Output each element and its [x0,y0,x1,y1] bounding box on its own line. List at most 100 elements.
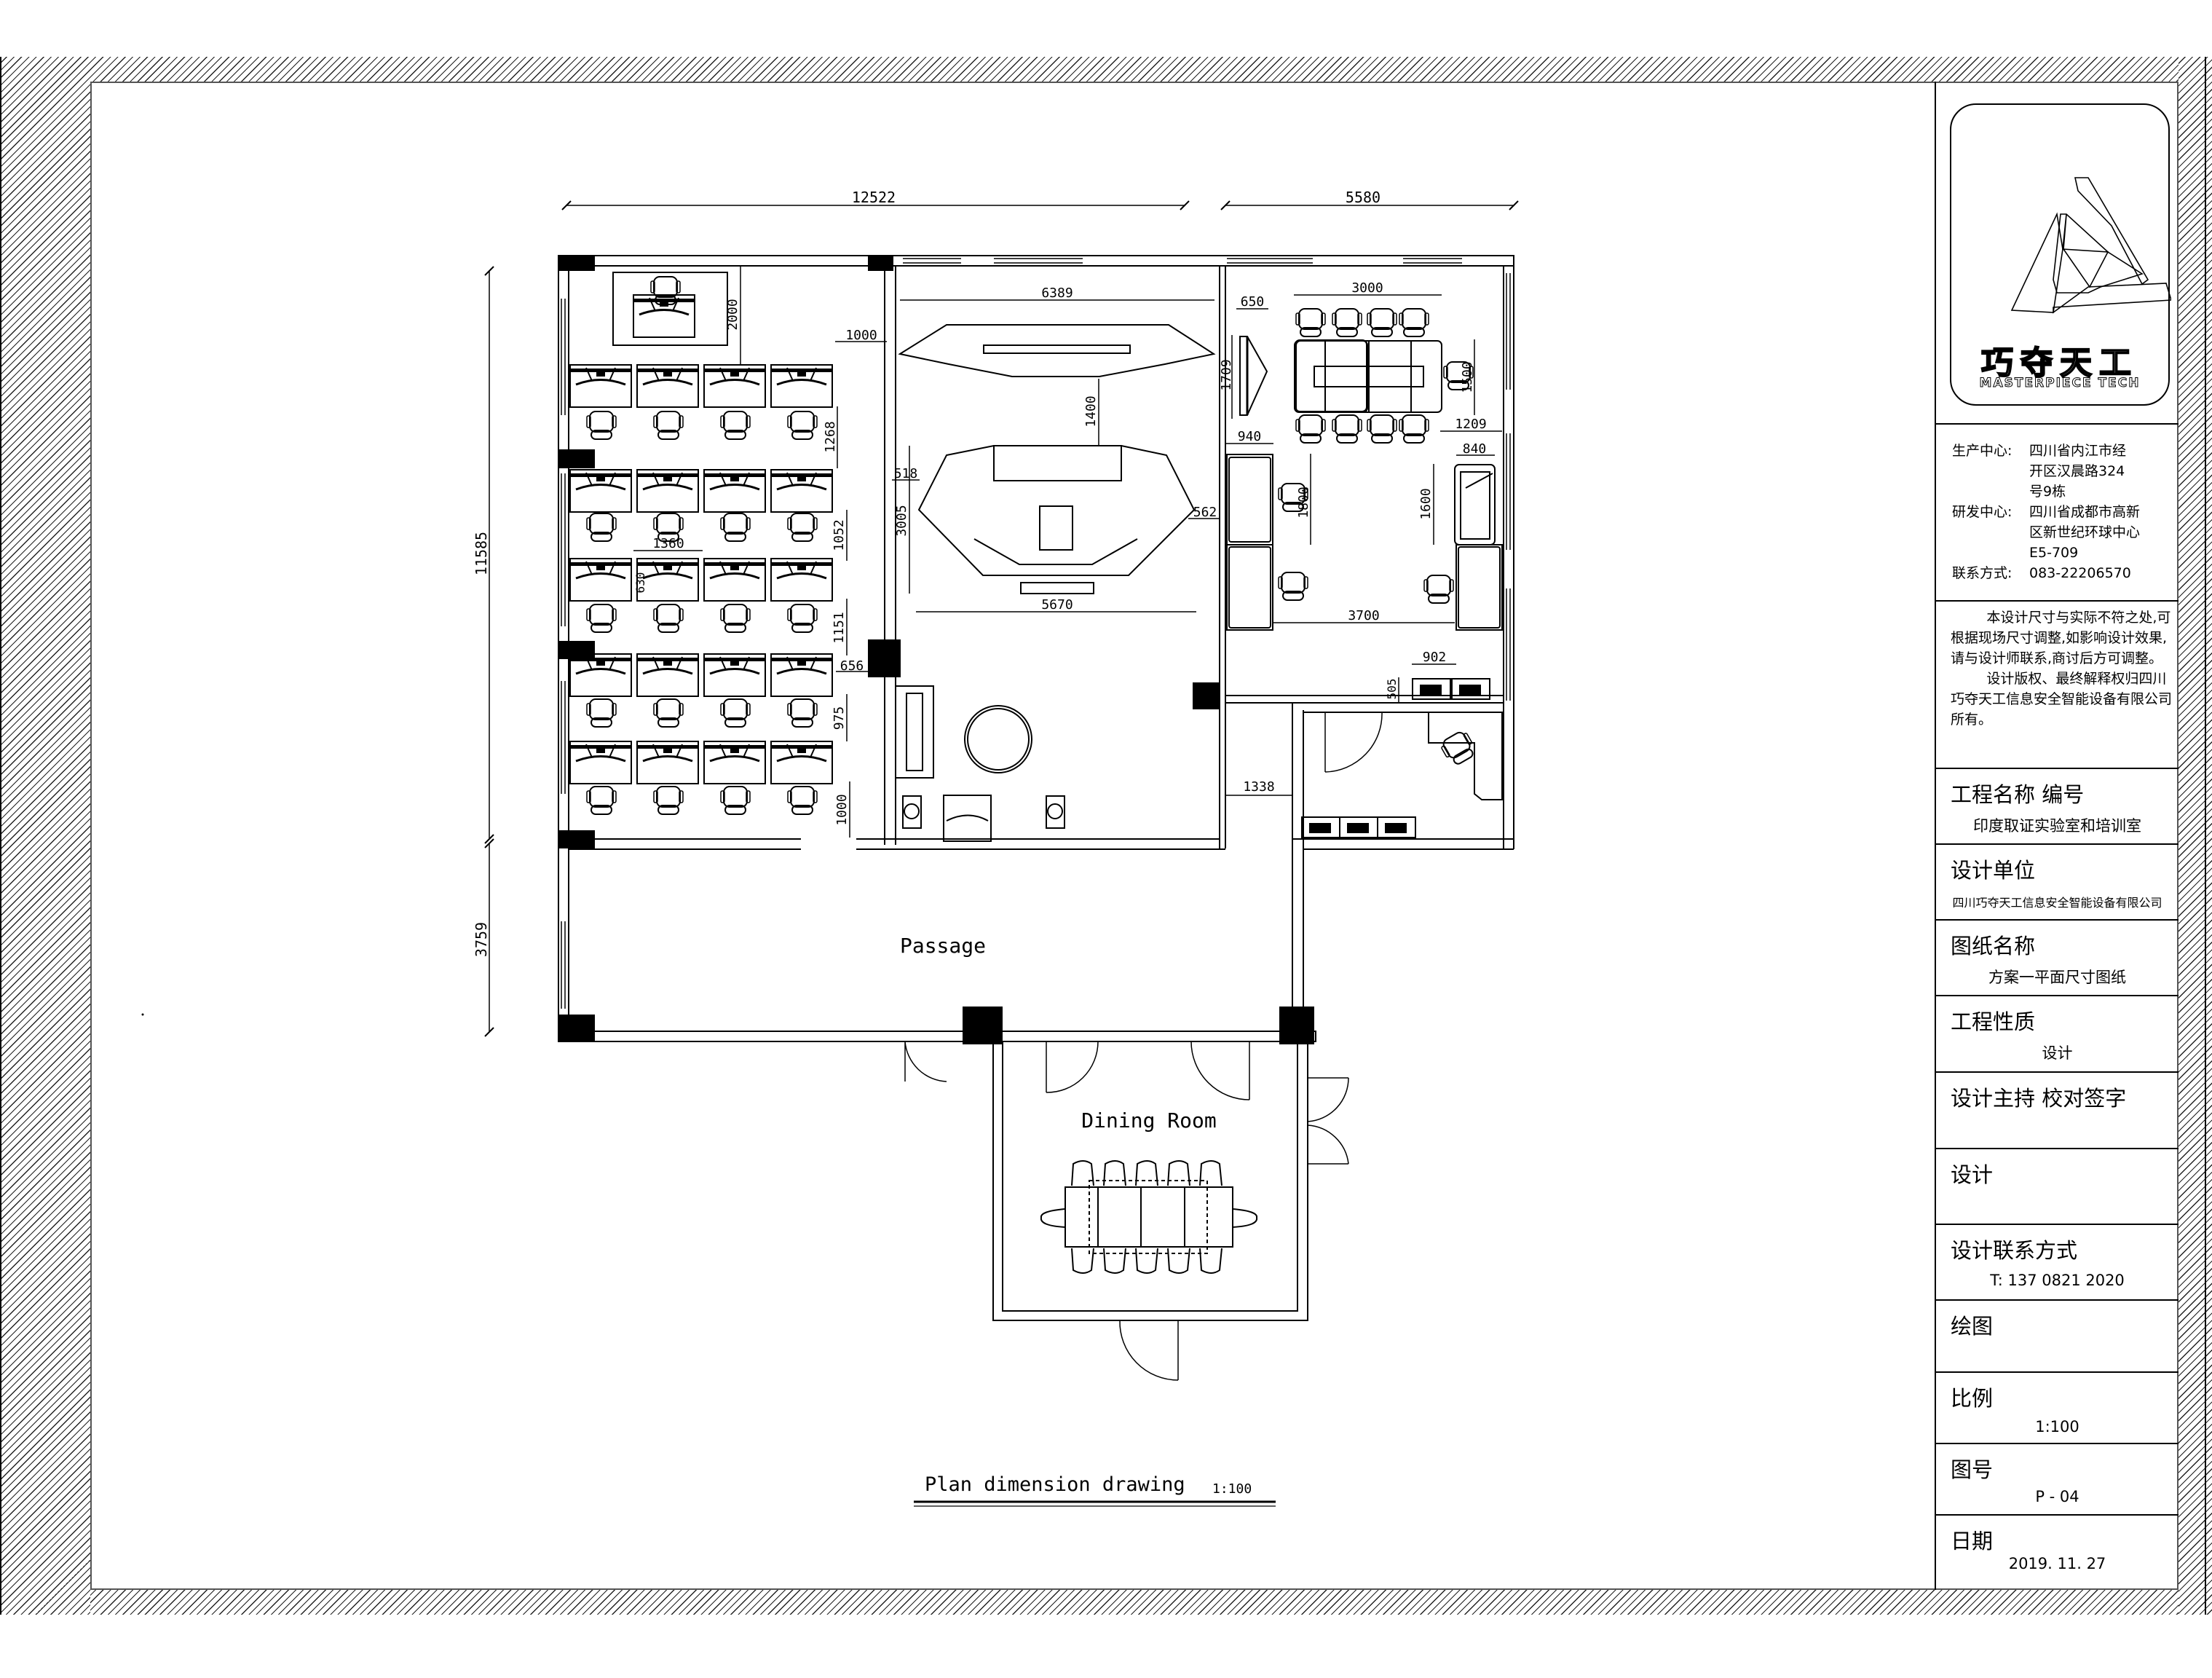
field-value: T: 137 0821 2020 [1990,1272,2125,1289]
dim-656: 656 [840,658,864,674]
dim-1800: 1800 [1296,487,1311,518]
dim-630: 630 [633,572,647,594]
address-section: 生产中心:四川省内江市经 开区汉晨路324 号9栋 研发中心:四川省成都市高新 … [1936,423,2179,600]
field-label: 设计联系方式 [1951,1238,2078,1263]
dim-1709: 1709 [1219,359,1234,390]
field-designer: 设计 [1936,1148,2179,1224]
dining-table [1040,1160,1258,1274]
dim-1400: 1400 [1083,395,1099,427]
dim-1268: 1268 [823,421,838,452]
field-scale: 比例 1:100 [1936,1371,2179,1443]
doors [904,1041,1349,1381]
dim-overall-top [484,200,1519,1037]
field-label: 设计主持 校对签字 [1951,1086,2127,1111]
dim-11585: 11585 [473,532,490,575]
dim-1209: 1209 [1455,417,1486,432]
dim-518: 518 [894,466,918,481]
windows [561,258,1511,1009]
field-value: P - 04 [2035,1488,2079,1505]
drawing-title-scale: 1:100 [1212,1481,1252,1497]
dim-1360: 1360 [652,536,684,551]
inner-frame [90,82,2179,1590]
field-value: 2019. 11. 27 [2008,1555,2106,1572]
lab-furniture [1226,454,1503,631]
contact-value: 083-22206570 [2029,565,2131,581]
drawing-title: Plan dimension drawing [925,1473,1185,1496]
lab-dims [1273,454,1456,703]
columns [558,256,1314,1044]
dining-room-label: Dining Room [1081,1108,1216,1133]
dim-1151: 1151 [832,612,847,643]
field-label: 设计单位 [1951,858,2036,883]
training-dims [633,266,887,838]
logo-name-en: MASTERPIECE TECH [1979,376,2141,391]
triangle-logo-icon [2010,177,2171,314]
field-value: 方案一平面尺寸图纸 [1988,969,2126,986]
field-drafting: 绘图 [1936,1299,2179,1371]
walls [558,255,1514,1042]
dim-1000-aisle: 1000 [845,328,877,343]
dim-5670: 5670 [1041,597,1073,612]
production-line-3: 号9栋 [2029,484,2066,500]
field-label: 图纸名称 [1951,934,2036,958]
field-design-contact: 设计联系方式 T: 137 0821 2020 [1936,1224,2179,1299]
meeting-room-furniture [1239,336,1442,416]
field-label: 日期 [1951,1529,1994,1553]
dim-3000: 3000 [1351,280,1383,296]
rnd-line-2: 区新世纪环球中心 [2029,524,2141,540]
contact-label: 联系方式: [1952,565,2012,581]
dim-940: 940 [1238,429,1262,444]
field-label: 工程名称 编号 [1951,782,2085,807]
office-door [1324,712,1383,773]
frame-hatch-bottom [0,1590,2212,1615]
company-logo: 巧夺天工 MASTERPIECE TECH [1950,103,2171,406]
field-project-nature: 工程性质 设计 [1936,995,2179,1071]
dining-room-walls [992,1041,1308,1321]
field-label: 绘图 [1951,1314,1994,1339]
dim-1000-bottom: 1000 [834,794,850,825]
frame-edge-left [0,57,1,1615]
field-project-name: 工程名称 编号 印度取证实验室和培训室 [1936,768,2179,843]
dim-3700: 3700 [1348,608,1379,623]
dim-6389: 6389 [1041,285,1073,301]
logo-name-cn: 巧夺天工 [1980,344,2138,382]
production-label: 生产中心: [1952,443,2012,459]
field-drawing-name: 图纸名称 方案一平面尺寸图纸 [1936,919,2179,995]
field-label: 工程性质 [1951,1009,2036,1034]
dim-505: 505 [1385,679,1399,700]
dim-3759: 3759 [473,922,490,957]
title-block: 巧夺天工 MASTERPIECE TECH 生产中心: 四川省内江市经 开区汉晨路… [1935,82,2179,1590]
production-line-1: 四川省内江市经 [2029,443,2127,459]
frame-hatch-left [0,57,90,1615]
dim-840: 840 [1463,441,1487,457]
frame-hatch-right [2179,57,2212,1615]
note-copyright: 设计版权、最终解释权归四川巧夺天工信息安全智能设备有限公司所有。 [1951,671,2173,728]
command-center-furniture [895,324,1216,842]
note-adjustment: 本设计尺寸与实际不符之处,可根据现场尺寸调整,如影响设计效果,请与设计师联系,商… [1951,610,2171,666]
field-label: 设计 [1951,1162,1994,1187]
rnd-line-1: 四川省成都市高新 [2029,504,2141,520]
field-value: 设计 [2042,1044,2073,1062]
notes-section: 本设计尺寸与实际不符之处,可根据现场尺寸调整,如影响设计效果,请与设计师联系,商… [1936,600,2179,768]
field-drawing-number: 图号 P - 04 [1936,1443,2179,1514]
passage-label: Passage [900,934,986,958]
dim-1052: 1052 [832,519,847,551]
dim-12522: 12522 [852,189,896,206]
rnd-label: 研发中心: [1952,504,2012,520]
dim-1500: 1500 [1460,361,1475,393]
production-line-2: 开区汉晨路324 [2029,463,2125,479]
frame-edge-right [2205,57,2206,1615]
field-value: 四川巧夺天工信息安全智能设备有限公司 [1952,896,2162,910]
meeting-chairs-bottom [1295,414,1429,444]
dim-5580: 5580 [1346,189,1380,206]
dim-1600: 1600 [1418,488,1434,519]
frame-hatch-top [0,57,2212,82]
training-room-furniture [569,272,834,815]
dim-562: 562 [1193,505,1217,520]
rnd-line-3: E5-709 [2029,545,2079,561]
field-label: 图号 [1951,1457,1994,1482]
command-dims [892,299,1220,612]
field-date: 日期 2019. 11. 27 [1936,1514,2179,1590]
field-value: 1:100 [2035,1418,2079,1435]
